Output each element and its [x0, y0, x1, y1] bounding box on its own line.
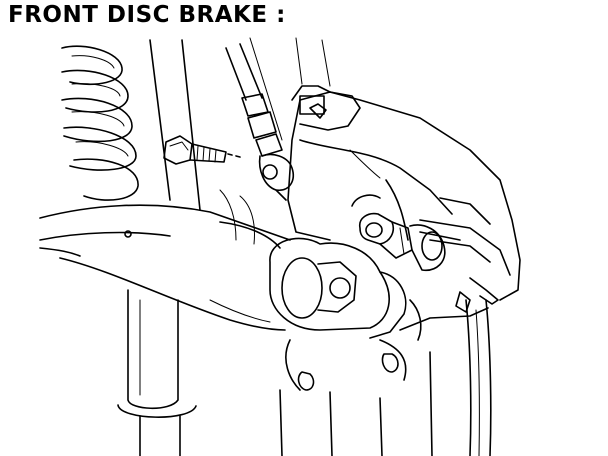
brake-hose — [225, 43, 294, 201]
caliper-body — [287, 85, 521, 313]
background-lines — [219, 37, 331, 245]
lower-control-arm — [39, 204, 291, 331]
strut-body — [117, 39, 201, 456]
caliper-bolt — [163, 135, 241, 165]
diagram-title: FRONT DISC BRAKE : — [8, 2, 286, 28]
bracket-bolts — [358, 212, 461, 271]
steering-knuckle — [269, 237, 489, 456]
brake-disc — [465, 299, 492, 456]
coil-spring — [61, 45, 139, 201]
